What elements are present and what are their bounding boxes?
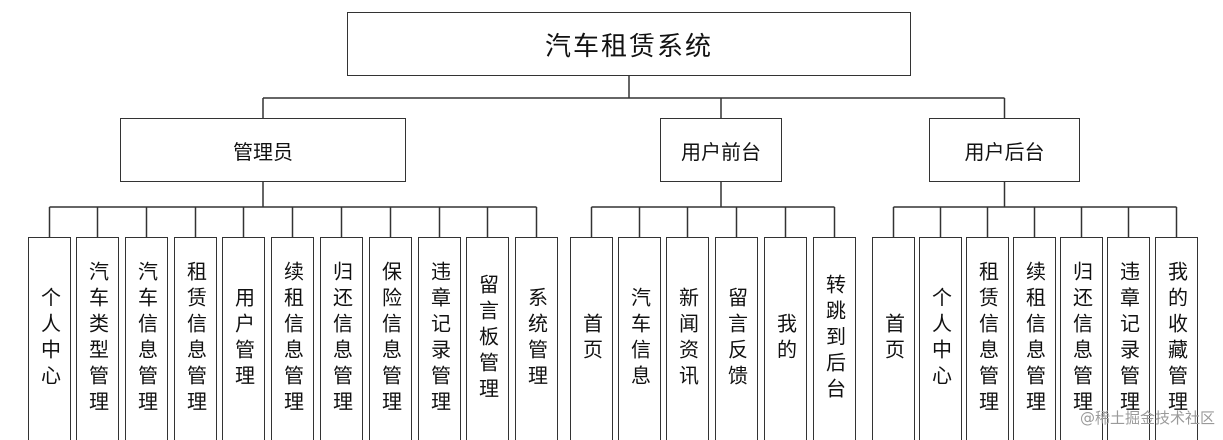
leaf-node-label: 留言反馈 (724, 287, 749, 391)
leaf-node-label: 归还信息管理 (1069, 261, 1094, 417)
leaf-node: 汽车信息管理 (125, 237, 168, 440)
leaf-node: 首页 (872, 237, 915, 440)
leaf-node: 归还信息管理 (1060, 237, 1103, 440)
leaf-node: 新闻资讯 (666, 237, 709, 440)
leaf-node-label: 汽车类型管理 (85, 261, 110, 417)
group-node-label: 管理员 (233, 139, 293, 164)
leaf-node: 个人中心 (28, 237, 71, 440)
group-node-admin: 管理员 (120, 118, 406, 182)
root-node: 汽车租赁系统 (347, 12, 911, 76)
leaf-node-label: 新闻资讯 (675, 287, 700, 391)
root-node-label: 汽车租赁系统 (544, 31, 713, 62)
leaf-node: 个人中心 (919, 237, 962, 440)
leaf-node: 续租信息管理 (1013, 237, 1056, 440)
leaf-node-label: 首页 (881, 313, 906, 365)
leaf-node: 汽车信息 (618, 237, 661, 440)
leaf-node: 保险信息管理 (369, 237, 412, 440)
leaf-node-label: 留言板管理 (475, 274, 500, 404)
leaf-node-label: 汽车信息管理 (134, 261, 159, 417)
leaf-node-label: 用户管理 (231, 287, 256, 391)
group-node-backend: 用户后台 (929, 118, 1080, 182)
leaf-node: 留言反馈 (715, 237, 758, 440)
leaf-node: 我的 (764, 237, 807, 440)
leaf-node-label: 保险信息管理 (378, 261, 403, 417)
leaf-node-label: 个人中心 (928, 287, 953, 391)
leaf-node-label: 违章记录管理 (1116, 261, 1141, 417)
leaf-node-label: 续租信息管理 (1022, 261, 1047, 417)
leaf-node-label: 个人中心 (37, 287, 62, 391)
leaf-node-label: 汽车信息 (627, 287, 652, 391)
leaf-node-label: 违章记录管理 (427, 261, 452, 417)
leaf-node-label: 归还信息管理 (329, 261, 354, 417)
leaf-node: 首页 (570, 237, 613, 440)
leaf-node-label: 租赁信息管理 (975, 261, 1000, 417)
group-node-frontend: 用户前台 (660, 118, 782, 182)
leaf-node-label: 租赁信息管理 (183, 261, 208, 417)
leaf-node: 归还信息管理 (320, 237, 363, 440)
leaf-node-label: 转跳到后台 (822, 274, 847, 404)
leaf-node: 租赁信息管理 (174, 237, 217, 440)
leaf-node: 违章记录管理 (1107, 237, 1150, 440)
group-node-label: 用户后台 (964, 139, 1045, 164)
leaf-node-label: 系统管理 (524, 287, 549, 391)
leaf-node-label: 我的收藏管理 (1164, 261, 1189, 417)
leaf-node-label: 首页 (579, 313, 604, 365)
leaf-node: 续租信息管理 (271, 237, 314, 440)
leaf-node-label: 我的 (773, 313, 798, 365)
leaf-node: 系统管理 (515, 237, 558, 440)
leaf-node: 用户管理 (222, 237, 265, 440)
leaf-node: 汽车类型管理 (76, 237, 119, 440)
watermark: @稀土掘金技术社区 (1079, 409, 1215, 427)
leaf-node: 我的收藏管理 (1155, 237, 1198, 440)
leaf-node: 留言板管理 (466, 237, 509, 440)
leaf-node: 转跳到后台 (813, 237, 856, 440)
leaf-node-label: 续租信息管理 (280, 261, 305, 417)
group-node-label: 用户前台 (681, 139, 761, 164)
leaf-node: 租赁信息管理 (966, 237, 1009, 440)
leaf-node: 违章记录管理 (418, 237, 461, 440)
